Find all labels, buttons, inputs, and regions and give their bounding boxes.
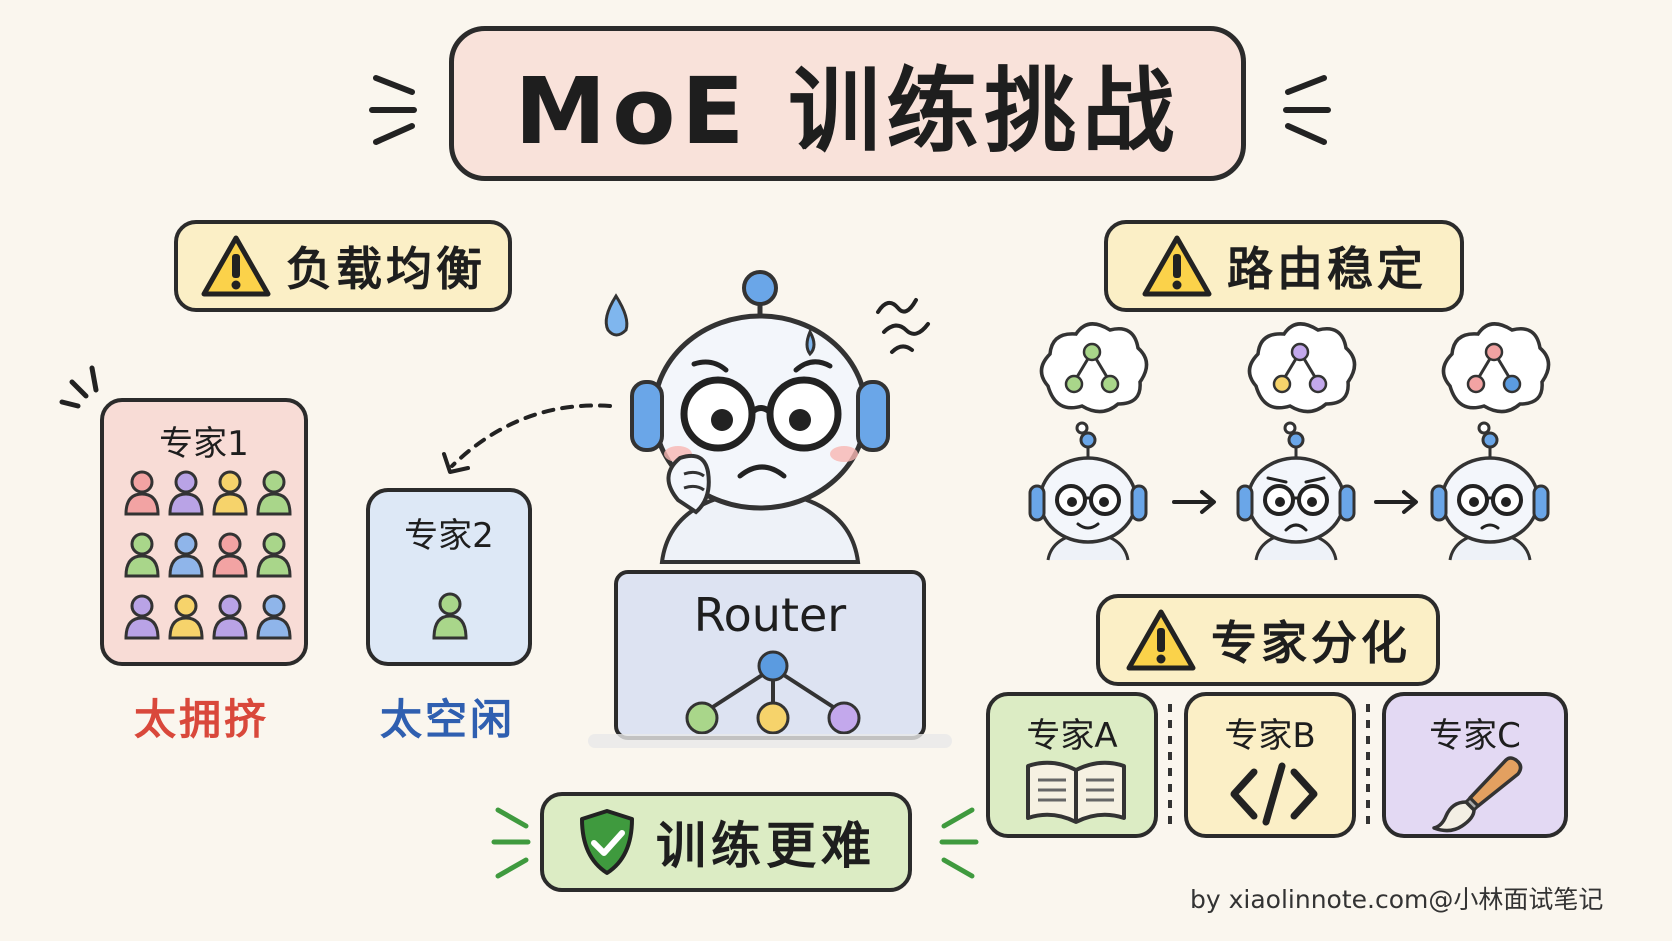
- expert1-label: 专家1: [159, 424, 249, 464]
- expert-b-card: 专家B: [1184, 692, 1356, 838]
- single-person-icon: [432, 592, 468, 640]
- warning-icon: [201, 235, 271, 297]
- expert-c-label: 专家C: [1429, 716, 1521, 756]
- paintbrush-icon: [1432, 756, 1523, 833]
- laptop-base: [588, 734, 952, 748]
- burst-lines-right: [939, 807, 979, 879]
- router-tree-icon: [685, 650, 861, 735]
- watermark: by xiaolinnote.com@小林面试笔记: [1190, 885, 1604, 914]
- warning-icon: [1142, 235, 1212, 297]
- idle-status: 太空闲: [380, 695, 516, 744]
- sweat-drop-icon: [604, 293, 629, 337]
- expert-specialization-text: 专家分化: [1211, 616, 1411, 670]
- load-balance-text: 负载均衡: [286, 242, 486, 296]
- crowd-people-icons: [124, 470, 292, 640]
- load-balance-label: 负载均衡: [174, 220, 512, 312]
- routing-stability-text: 路由稳定: [1227, 242, 1427, 296]
- shield-check-icon: [580, 809, 634, 875]
- conclusion-banner: 训练更难: [540, 792, 912, 892]
- worried-robot: [630, 270, 890, 564]
- expert-b-label: 专家B: [1224, 716, 1316, 756]
- expert-specialization-label: 专家分化: [1096, 594, 1440, 686]
- routing-stability-label: 路由稳定: [1104, 220, 1464, 312]
- warning-icon: [1126, 609, 1196, 671]
- expert-a-label: 专家A: [1026, 716, 1118, 756]
- router-label: Router: [693, 588, 847, 642]
- burst-lines-left: [491, 807, 531, 879]
- expert1-card: 专家1: [100, 398, 308, 666]
- expert-a-card: 专家A: [986, 692, 1158, 838]
- title-banner: MoE 训练挑战: [449, 26, 1246, 181]
- routing-sequence: [1028, 322, 1551, 562]
- book-icon: [1026, 760, 1126, 824]
- page-title: MoE 训练挑战: [514, 58, 1181, 165]
- emphasis-lines-right: [1283, 75, 1331, 145]
- dashed-arrow: [442, 403, 612, 474]
- crowded-status: 太拥挤: [134, 695, 270, 744]
- expert2-label: 专家2: [404, 516, 494, 556]
- router-laptop: Router: [614, 570, 926, 740]
- emphasis-lines-left: [369, 75, 417, 145]
- frustration-squiggles: [876, 298, 930, 354]
- divider: [1168, 704, 1172, 826]
- divider: [1366, 704, 1370, 826]
- expert2-card: 专家2: [366, 488, 532, 666]
- expert-c-card: 专家C: [1382, 692, 1568, 838]
- stress-lines: [59, 365, 99, 409]
- conclusion-text: 训练更难: [656, 817, 876, 875]
- code-icon: [1230, 762, 1318, 826]
